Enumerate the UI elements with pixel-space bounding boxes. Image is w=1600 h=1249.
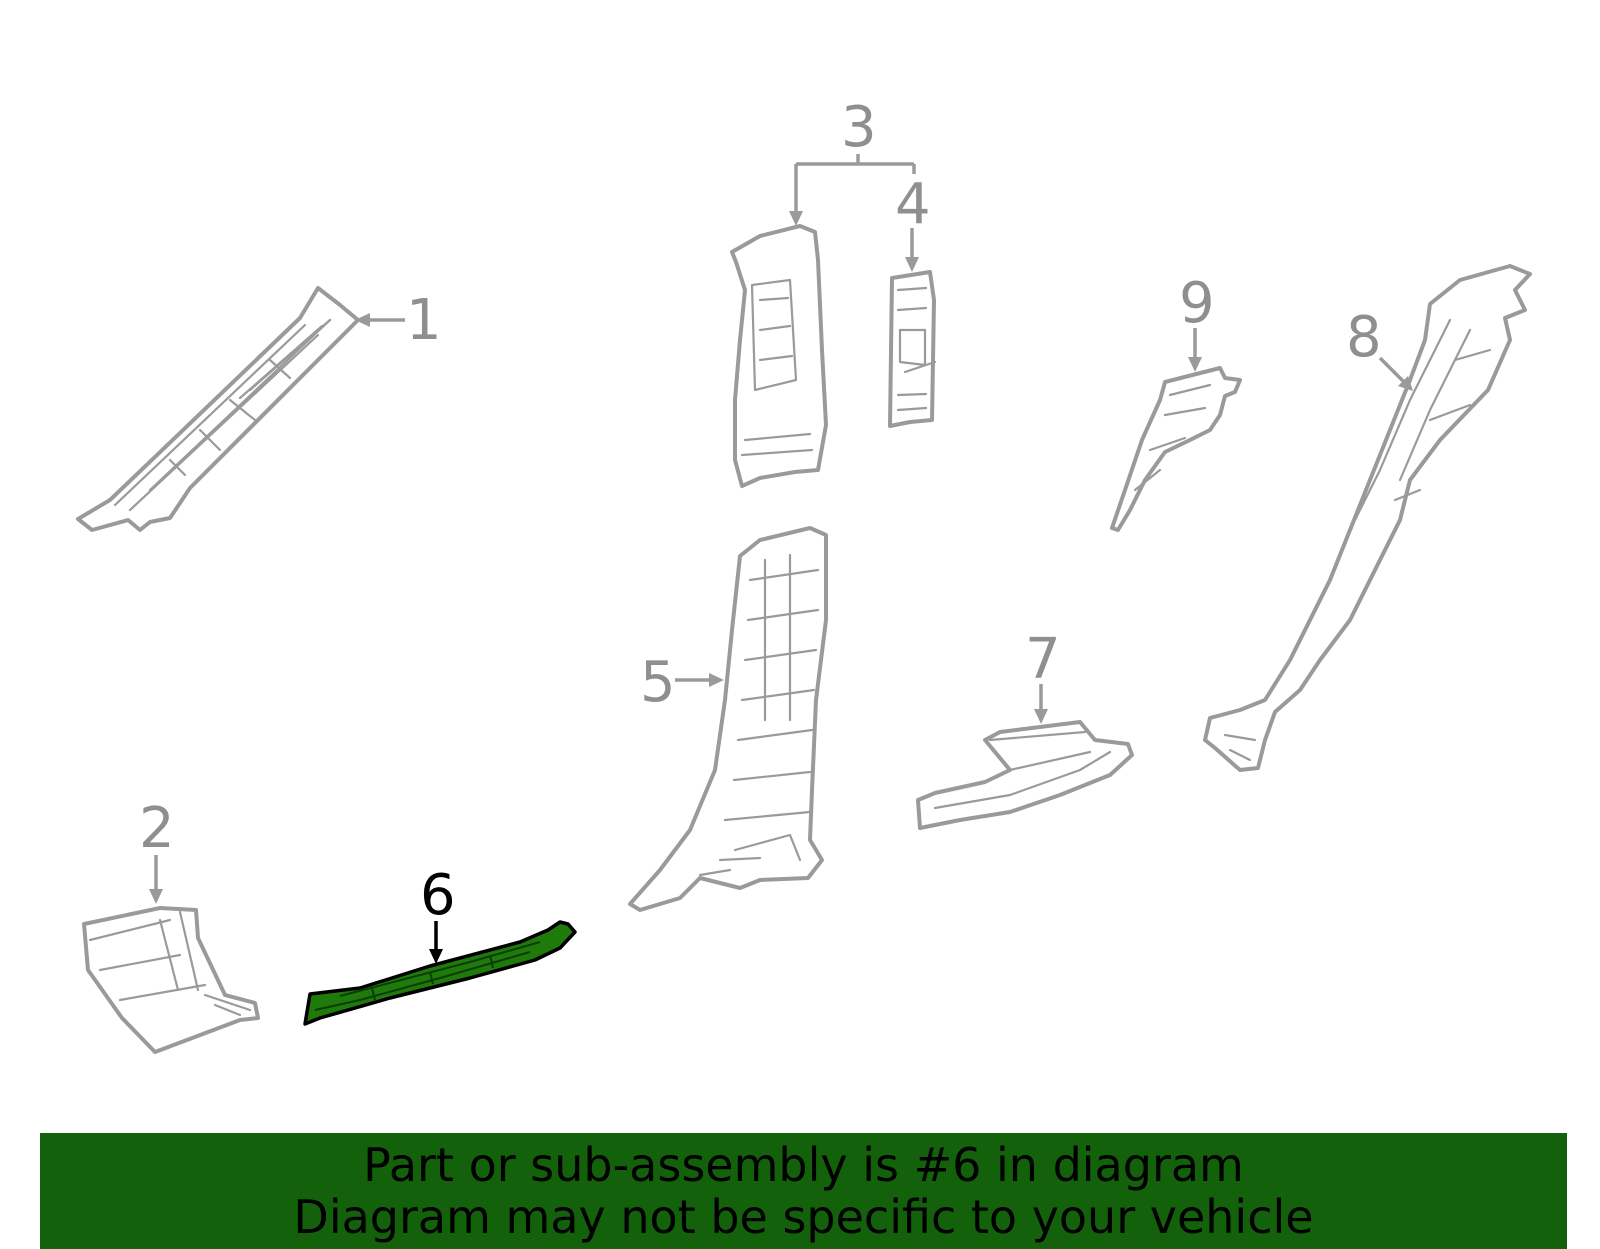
- part-6-scuff-plate[interactable]: [303, 920, 577, 1026]
- svg-text:2: 2: [139, 796, 175, 861]
- callout-3: 3: [789, 95, 916, 226]
- part-8-quarter-trim-panel[interactable]: [1203, 264, 1532, 772]
- part-1-a-pillar-trim[interactable]: [76, 286, 360, 532]
- part-3-b-pillar-upper-trim[interactable]: [730, 224, 828, 488]
- callout-7: 7: [1025, 627, 1061, 724]
- svg-text:7: 7: [1025, 627, 1061, 692]
- part-2-cowl-side-trim[interactable]: [82, 906, 260, 1054]
- part-9-bracket-trim[interactable]: [1110, 366, 1242, 532]
- callout-5: 5: [640, 650, 724, 715]
- callout-2: 2: [139, 796, 175, 904]
- part-5-b-pillar-lower-trim[interactable]: [628, 526, 828, 912]
- svg-text:9: 9: [1179, 271, 1215, 336]
- callout-1: 1: [355, 288, 442, 353]
- callout-9: 9: [1179, 271, 1215, 372]
- svg-text:8: 8: [1346, 305, 1382, 370]
- part-7-rear-door-sill-trim[interactable]: [916, 720, 1134, 830]
- svg-text:1: 1: [406, 288, 442, 353]
- svg-text:4: 4: [895, 172, 931, 237]
- info-banner: Part or sub-assembly is #6 in diagram Di…: [40, 1133, 1567, 1249]
- svg-text:6: 6: [420, 863, 456, 928]
- banner-line-2: Diagram may not be specific to your vehi…: [293, 1190, 1314, 1244]
- svg-text:5: 5: [640, 650, 676, 715]
- callout-6: 6: [420, 863, 456, 964]
- callout-8: 8: [1346, 305, 1413, 391]
- callout-4: 4: [895, 172, 931, 272]
- part-4-belt-guide-cover[interactable]: [888, 270, 937, 428]
- banner-line-1: Part or sub-assembly is #6 in diagram: [363, 1138, 1244, 1192]
- svg-text:3: 3: [841, 95, 877, 160]
